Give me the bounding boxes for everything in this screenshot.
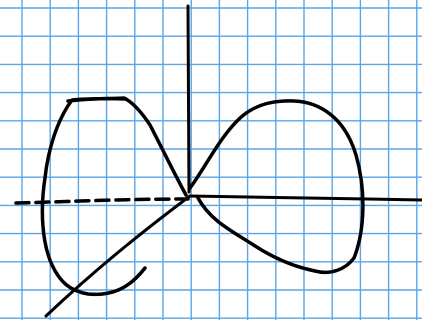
vertical-axis	[188, 6, 189, 192]
